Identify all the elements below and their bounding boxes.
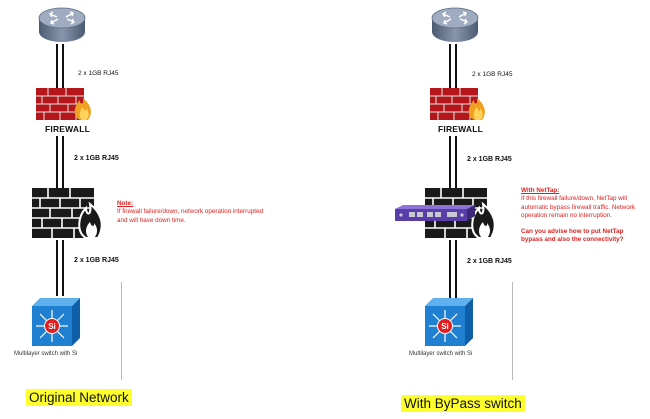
firewall-label: FIREWALL bbox=[45, 124, 91, 134]
note-question: Can you advise how to put NetTap bypass … bbox=[521, 228, 624, 244]
firewall-label: FIREWALL bbox=[438, 124, 484, 134]
note-text: If firewall failure/down, network operat… bbox=[117, 208, 263, 224]
separator-line bbox=[512, 282, 513, 380]
firewall-icon bbox=[430, 88, 485, 120]
firewall-wall-icon bbox=[32, 188, 103, 239]
firewall-icon bbox=[36, 88, 91, 120]
nettap-device-icon bbox=[395, 205, 475, 221]
separator-line bbox=[121, 282, 122, 380]
note-title: With NetTap: bbox=[521, 187, 560, 194]
switch-symbol: Si bbox=[48, 322, 56, 331]
router-icon bbox=[431, 7, 479, 42]
switch-symbol: Si bbox=[441, 322, 449, 331]
link-label-middle: 2 x 1GB RJ45 bbox=[74, 155, 119, 162]
diagram-title-left: Original Network bbox=[26, 389, 132, 406]
link-label-middle: 2 x 1GB RJ45 bbox=[467, 156, 512, 163]
note-text: If this firewall failure/down, NetTap wi… bbox=[521, 195, 635, 219]
switch-caption: Multilayer switch with Si bbox=[409, 351, 473, 357]
note-title: Note: bbox=[117, 200, 134, 207]
link-label-top: 2 x 1GB RJ45 bbox=[78, 70, 119, 77]
note-right: With NetTap: If this firewall failure/do… bbox=[521, 187, 645, 245]
multilayer-switch-icon: Si bbox=[32, 298, 80, 346]
multilayer-switch-icon: Si bbox=[425, 298, 473, 346]
router-icon bbox=[38, 7, 86, 42]
switch-caption: Multilayer switch with Si bbox=[14, 351, 78, 357]
diagram-title-right: With ByPass switch bbox=[401, 395, 525, 412]
note-left: Note: If firewall failure/down, network … bbox=[117, 200, 267, 225]
link-label-top: 2 x 1GB RJ45 bbox=[472, 71, 513, 78]
link-label-bottom: 2 x 1GB RJ45 bbox=[467, 258, 512, 265]
link-label-bottom: 2 x 1GB RJ45 bbox=[74, 257, 119, 264]
